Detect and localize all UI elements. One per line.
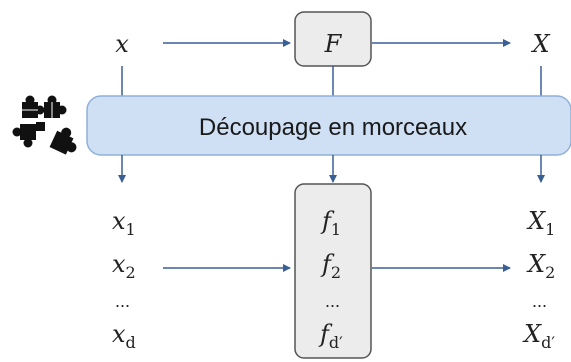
top-output-label: X — [530, 30, 550, 58]
output-ellipsis: ... — [532, 291, 547, 311]
output-Xd: Xd′ — [522, 320, 555, 352]
input-x1: x1 — [112, 207, 136, 239]
puzzle-pieces-icon — [12, 95, 77, 155]
function-box-fs — [294, 183, 372, 359]
input-x2: x2 — [112, 250, 136, 282]
banner-label: Découpage en morceaux — [199, 114, 467, 141]
output-X2: X2 — [526, 250, 555, 282]
function-ellipsis: ... — [325, 291, 340, 311]
top-function-label: F — [324, 30, 343, 58]
input-xd: xd — [112, 320, 136, 352]
chunking-banner — [86, 95, 571, 156]
input-ellipsis: ... — [115, 291, 130, 311]
top-input-label: x — [115, 30, 129, 58]
output-X1: X1 — [526, 207, 555, 239]
